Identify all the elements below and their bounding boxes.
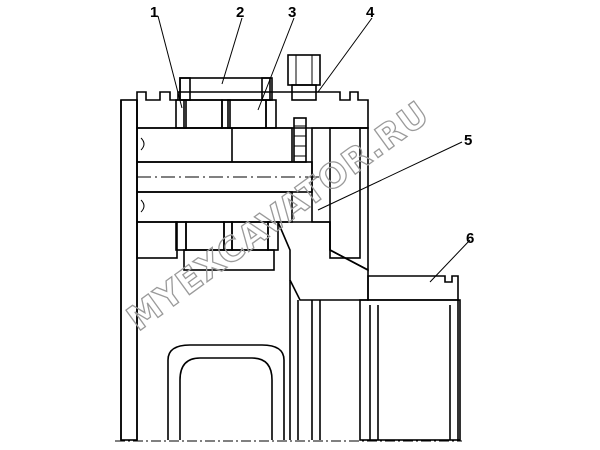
roller-row-top bbox=[175, 99, 277, 129]
output-flange bbox=[359, 275, 461, 441]
drum-wall bbox=[120, 99, 138, 441]
top-flange bbox=[136, 91, 369, 129]
carrier-hub bbox=[311, 127, 369, 272]
callout-4: 4 bbox=[366, 4, 375, 21]
bearing-outer-race bbox=[179, 77, 273, 101]
callout-1: 1 bbox=[150, 4, 158, 21]
callout-2: 2 bbox=[236, 4, 244, 21]
watermark-text: MYEXCAVATOR.RU bbox=[120, 94, 437, 340]
drum-inner bbox=[167, 280, 321, 440]
shaft bbox=[136, 127, 320, 223]
callout-5: 5 bbox=[464, 132, 472, 149]
callout-6: 6 bbox=[466, 230, 474, 247]
leader-lines bbox=[157, 15, 471, 283]
callout-3: 3 bbox=[288, 4, 296, 21]
roller-row-bottom bbox=[175, 221, 279, 271]
